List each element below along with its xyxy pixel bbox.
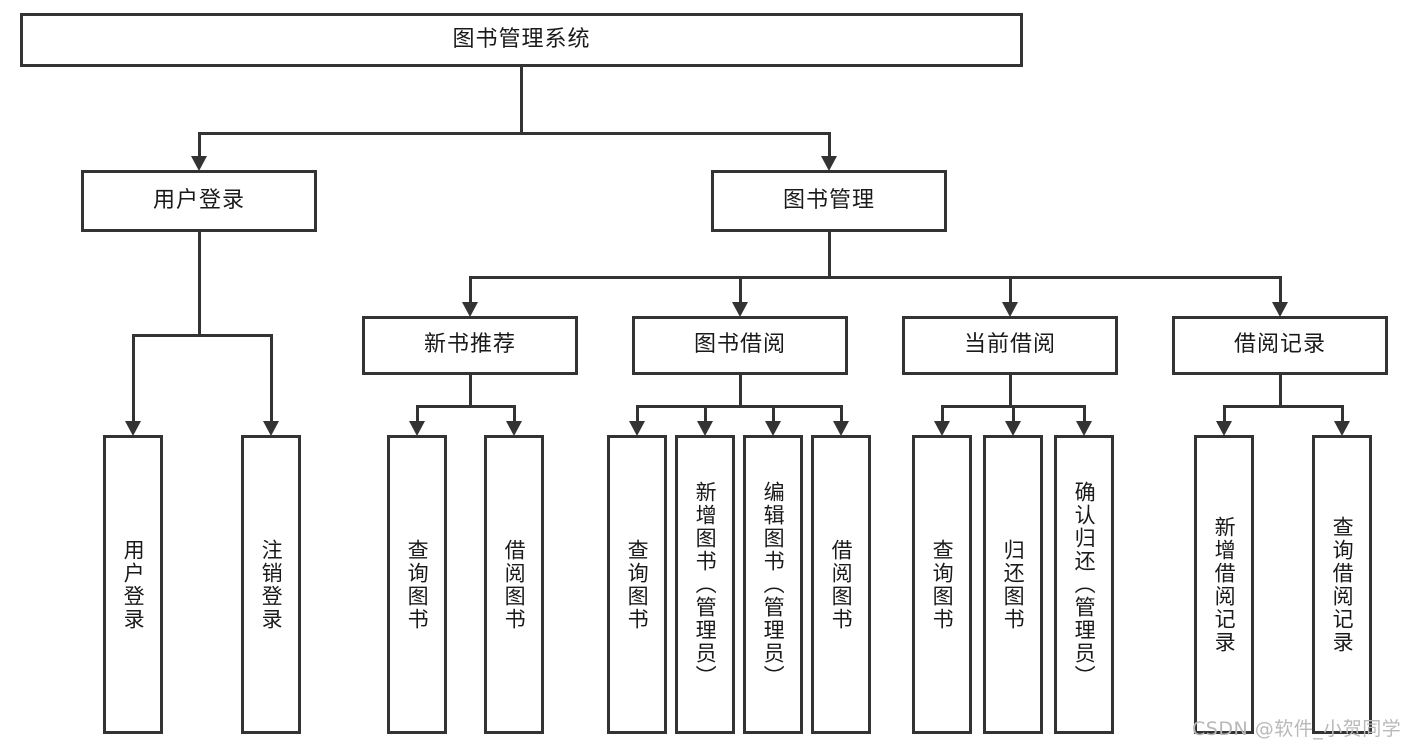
connector-vertical xyxy=(703,406,707,421)
connector-horizontal xyxy=(197,131,831,135)
connector-vertical xyxy=(520,67,523,133)
node-label: 用户登录 xyxy=(121,538,146,631)
node-label: 新增图书（管理员） xyxy=(693,481,718,688)
connector-vertical xyxy=(1340,406,1344,421)
connector-horizontal xyxy=(415,404,516,408)
connector-vertical xyxy=(827,133,831,156)
connector-vertical xyxy=(635,406,639,421)
node-label: 归还图书 xyxy=(1001,538,1026,631)
node-label: 图书管理 xyxy=(782,187,875,213)
node-label: 查询图书 xyxy=(405,538,430,631)
node-leaf-add-book-admin[interactable]: 新增图书（管理员） xyxy=(675,435,735,734)
node-label: 当前借阅 xyxy=(963,332,1056,358)
connector-vertical xyxy=(415,406,419,421)
connector-horizontal xyxy=(468,275,1282,279)
connector-arrowhead xyxy=(1005,421,1021,436)
connector-vertical xyxy=(468,277,472,302)
connector-arrowhead xyxy=(934,421,950,436)
connector-vertical xyxy=(131,335,135,421)
node-leaf-borrow-books-recommend[interactable]: 借阅图书 xyxy=(484,435,544,734)
connector-vertical xyxy=(827,232,831,277)
connector-arrowhead xyxy=(263,421,279,436)
connector-horizontal xyxy=(635,404,843,408)
node-leaf-query-books-recommend[interactable]: 查询图书 xyxy=(387,435,447,734)
connector-vertical xyxy=(512,406,516,421)
node-book-management[interactable]: 图书管理 xyxy=(711,170,947,232)
node-label: 图书借阅 xyxy=(693,332,786,358)
node-book-borrowing[interactable]: 图书借阅 xyxy=(632,316,848,375)
node-leaf-user-login[interactable]: 用户登录 xyxy=(103,435,163,734)
connector-arrowhead xyxy=(462,302,478,317)
csdn-watermark: CSDN @软件_小贺同学 xyxy=(1192,718,1402,740)
connector-vertical xyxy=(839,406,843,421)
connector-vertical xyxy=(468,375,472,406)
connector-arrowhead xyxy=(1002,302,1018,317)
node-leaf-confirm-return-admin[interactable]: 确认归还（管理员） xyxy=(1054,435,1114,734)
node-label: 编辑图书（管理员） xyxy=(761,481,786,688)
node-leaf-query-books-borrow[interactable]: 查询图书 xyxy=(607,435,667,734)
connector-vertical xyxy=(197,232,201,335)
connector-arrowhead xyxy=(409,421,425,436)
connector-vertical xyxy=(197,133,201,156)
node-label: 查询图书 xyxy=(625,538,650,631)
node-label: 借阅图书 xyxy=(829,538,854,631)
connector-vertical xyxy=(1082,406,1086,421)
connector-vertical xyxy=(269,335,273,421)
connector-horizontal xyxy=(131,333,273,337)
connector-arrowhead xyxy=(732,302,748,317)
node-leaf-borrow-books[interactable]: 借阅图书 xyxy=(811,435,871,734)
connector-arrowhead xyxy=(629,421,645,436)
node-leaf-return-books[interactable]: 归还图书 xyxy=(983,435,1043,734)
node-label: 确认归还（管理员） xyxy=(1072,481,1097,688)
node-user-login[interactable]: 用户登录 xyxy=(81,170,317,232)
node-current-borrowing[interactable]: 当前借阅 xyxy=(902,316,1118,375)
node-label: 注销登录 xyxy=(259,538,284,631)
connector-vertical xyxy=(1008,375,1012,406)
connector-vertical xyxy=(738,375,742,406)
node-leaf-edit-book-admin[interactable]: 编辑图书（管理员） xyxy=(743,435,803,734)
node-leaf-add-borrowing-record[interactable]: 新增借阅记录 xyxy=(1194,435,1254,734)
connector-arrowhead xyxy=(1334,421,1350,436)
connector-arrowhead xyxy=(191,156,207,171)
connector-arrowhead xyxy=(1272,302,1288,317)
node-new-book-recommendation[interactable]: 新书推荐 xyxy=(362,316,578,375)
connector-arrowhead xyxy=(833,421,849,436)
connector-arrowhead xyxy=(1216,421,1232,436)
node-label: 借阅记录 xyxy=(1233,332,1326,358)
connector-vertical xyxy=(1222,406,1226,421)
connector-arrowhead xyxy=(765,421,781,436)
connector-vertical xyxy=(1278,277,1282,302)
node-label: 新增借阅记录 xyxy=(1212,515,1237,654)
connector-arrowhead xyxy=(1076,421,1092,436)
node-label: 用户登录 xyxy=(152,187,245,213)
connector-vertical xyxy=(1011,406,1015,421)
connector-vertical xyxy=(940,406,944,421)
connector-vertical xyxy=(738,277,742,302)
connector-vertical xyxy=(1008,277,1012,302)
node-leaf-query-borrowing-record[interactable]: 查询借阅记录 xyxy=(1312,435,1372,734)
connector-arrowhead xyxy=(821,156,837,171)
connector-arrowhead xyxy=(506,421,522,436)
node-label: 新书推荐 xyxy=(423,332,516,358)
connector-arrowhead xyxy=(125,421,141,436)
node-root-book-management-system[interactable]: 图书管理系统 xyxy=(20,13,1023,67)
node-label: 查询图书 xyxy=(930,538,955,631)
connector-vertical xyxy=(771,406,775,421)
node-leaf-logout[interactable]: 注销登录 xyxy=(241,435,301,734)
node-label: 图书管理系统 xyxy=(452,26,591,52)
connector-horizontal xyxy=(1222,404,1344,408)
node-leaf-query-books-current[interactable]: 查询图书 xyxy=(912,435,972,734)
connector-arrowhead xyxy=(697,421,713,436)
node-borrowing-records[interactable]: 借阅记录 xyxy=(1172,316,1388,375)
node-label: 借阅图书 xyxy=(502,538,527,631)
connector-vertical xyxy=(1278,375,1282,406)
node-label: 查询借阅记录 xyxy=(1330,515,1355,654)
